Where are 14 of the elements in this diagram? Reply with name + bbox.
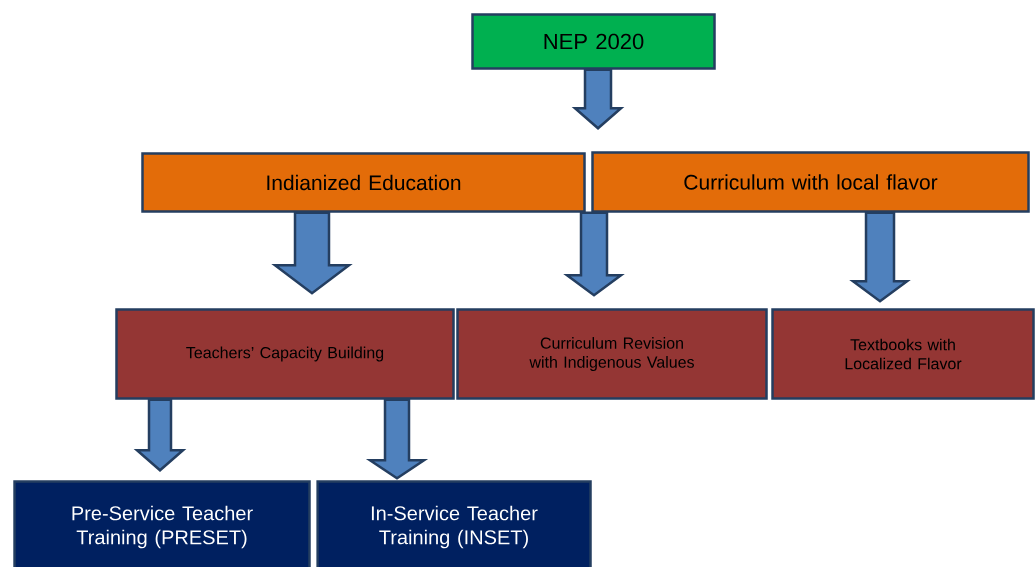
process-box: Curriculum with local flavor: [591, 151, 1030, 213]
block-arrow: [133, 398, 187, 472]
block-arrow: [563, 211, 625, 297]
block-arrow: [271, 211, 353, 295]
process-box: Indianized Education: [141, 152, 586, 213]
process-box: Pre-Service Teacher Training (PRESET): [13, 480, 311, 567]
process-box: NEP 2020: [471, 13, 716, 70]
process-box: Teachers’ Capacity Building: [115, 308, 455, 400]
process-box: Curriculum Revision with Indigenous Values: [456, 308, 768, 400]
process-box: Textbooks with Localized Flavor: [771, 308, 1035, 400]
block-arrow: [849, 211, 911, 303]
process-box: In-Service Teacher Training (INSET): [316, 480, 592, 567]
block-arrow: [571, 68, 625, 130]
block-arrow: [365, 398, 429, 480]
